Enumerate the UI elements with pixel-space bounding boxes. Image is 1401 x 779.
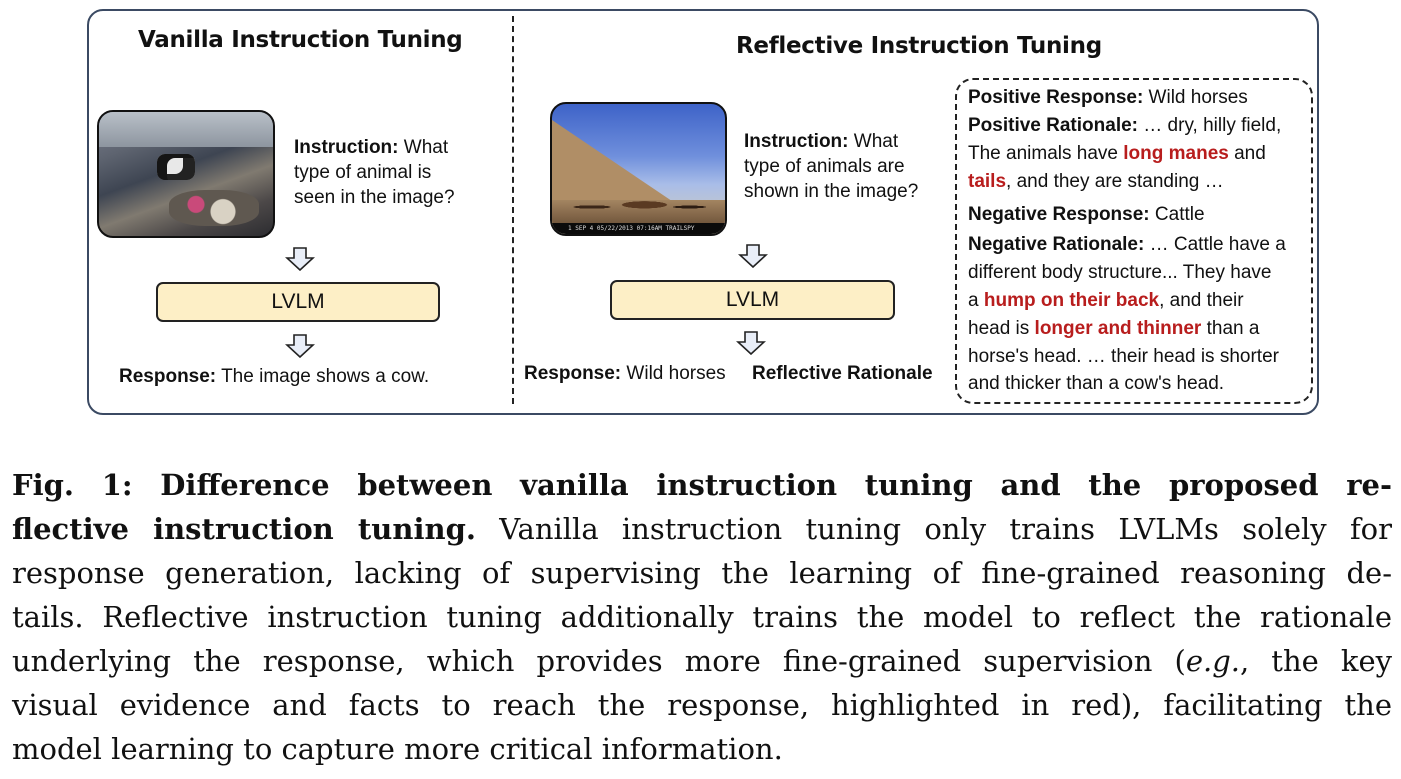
positive-rationale: Positive Rationale: … dry, hilly field,	[968, 115, 1282, 136]
down-arrow-icon	[285, 247, 315, 271]
positive-rationale-line: tails, and they are standing …	[968, 171, 1224, 192]
reflective-response: Response: Wild horses	[524, 363, 726, 385]
vanilla-response: Response: The image shows a cow.	[119, 366, 429, 388]
positive-response: Positive Response: Wild horses	[968, 87, 1248, 108]
figure-frame	[87, 9, 1319, 415]
reflective-panel-title: Reflective Instruction Tuning	[736, 33, 1102, 59]
highlight-evidence: longer and thinner	[1034, 318, 1202, 339]
negative-rationale-line: a hump on their back, and their	[968, 290, 1244, 311]
instruction-line: seen in the image?	[294, 187, 455, 208]
highlight-evidence: hump on their back	[983, 290, 1160, 311]
reflective-instruction: Instruction: What type of animals are sh…	[744, 129, 944, 204]
positive-rationale-line: The animals have long manes and	[968, 143, 1266, 164]
caption-line: underlying the response, which provides …	[12, 644, 1392, 678]
response-label: Response:	[524, 363, 622, 384]
pyramid-horses-photo: 1 SEP 4 05/22/2013 07:16AM TRAILSPY	[550, 102, 727, 236]
negative-rationale-line: different body structure... They have	[968, 262, 1272, 283]
cow-photo	[97, 110, 275, 238]
negative-rationale-line: head is longer and thinner than a	[968, 318, 1260, 339]
response-text: Wild horses	[621, 363, 726, 384]
lvlm-model-box: LVLM	[156, 282, 440, 322]
figure-caption: Fig. 1: Difference between vanilla instr…	[12, 463, 1392, 771]
vanilla-panel-title: Vanilla Instruction Tuning	[138, 27, 463, 53]
reflective-rationale-label: Reflective Rationale	[752, 363, 933, 384]
negative-rationale-line: horse's head. … their head is shorter	[968, 346, 1279, 367]
rationale-box	[955, 78, 1313, 404]
instruction-label: Instruction:	[294, 137, 399, 158]
lvlm-model-box: LVLM	[610, 280, 895, 320]
down-arrow-icon	[736, 331, 766, 355]
caption-line: model learning to capture more critical …	[12, 732, 783, 766]
highlight-evidence: long manes	[1123, 143, 1229, 164]
caption-line: flective instruction tuning. Vanilla ins…	[12, 512, 1392, 546]
negative-rationale: Negative Rationale: … Cattle have a	[968, 234, 1286, 255]
instruction-line: type of animals are	[744, 156, 905, 177]
down-arrow-icon	[738, 244, 768, 268]
highlight-evidence: tails	[968, 171, 1007, 192]
caption-line: visual evidence and facts to reach the r…	[12, 688, 1392, 722]
negative-rationale-line: and thicker than a cow's head.	[968, 373, 1225, 394]
instruction-line: shown in the image?	[744, 181, 919, 202]
caption-line: response generation, lacking of supervis…	[12, 556, 1392, 590]
vanilla-instruction: Instruction: What type of animal is seen…	[294, 135, 484, 210]
instruction-line: type of animal is	[294, 162, 432, 183]
response-text: The image shows a cow.	[216, 366, 430, 387]
response-label: Response:	[119, 366, 217, 387]
camera-timestamp-strip: 1 SEP 4 05/22/2013 07:16AM TRAILSPY	[552, 223, 725, 234]
instruction-label: Instruction:	[744, 131, 849, 152]
down-arrow-icon	[285, 334, 315, 358]
panel-divider	[512, 16, 514, 404]
instruction-line: What	[398, 137, 449, 158]
caption-line: Fig. 1: Difference between vanilla instr…	[12, 468, 1392, 502]
negative-response: Negative Response: Cattle	[968, 204, 1205, 225]
instruction-line: What	[848, 131, 899, 152]
caption-line: tails. Reflective instruction tuning add…	[12, 600, 1392, 634]
